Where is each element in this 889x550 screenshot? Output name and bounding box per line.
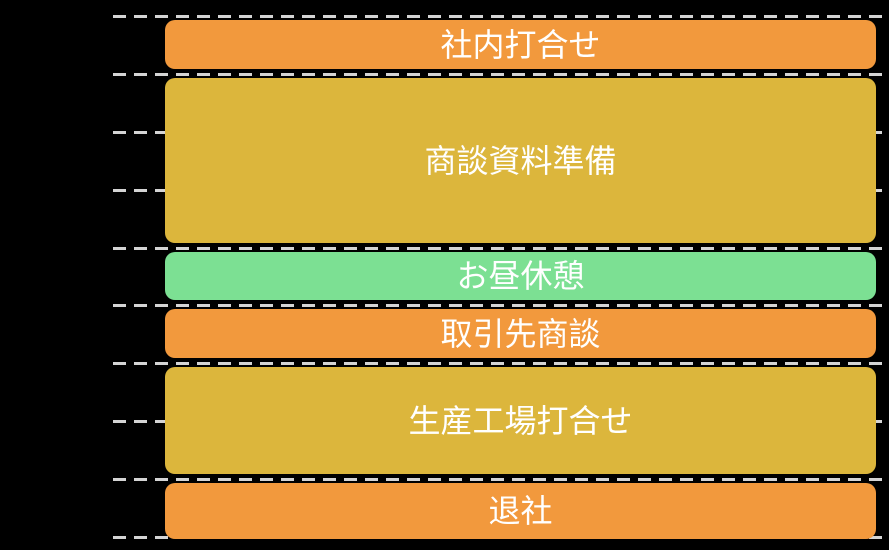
event-label: 取引先商談 [440, 314, 601, 353]
gridline [113, 362, 889, 365]
event-block-lunch-break: お昼休憩 [165, 252, 876, 300]
event-block-leave-office: 退社 [165, 483, 876, 539]
event-label: 退社 [488, 492, 553, 530]
event-block-internal-meeting: 社内打合せ [165, 20, 876, 69]
event-block-factory-meeting: 生産工場打合せ [165, 367, 876, 474]
gridline [113, 247, 889, 250]
gridline [113, 304, 889, 307]
event-label: 社内打合せ [440, 25, 601, 64]
gridline [113, 15, 889, 18]
gridline [113, 478, 889, 481]
event-label: 生産工場打合せ [408, 401, 633, 440]
gridline [113, 73, 889, 76]
event-label: お昼休憩 [456, 257, 585, 295]
event-block-client-meeting: 取引先商談 [165, 309, 876, 358]
event-block-meeting-materials-prep: 商談資料準備 [165, 78, 876, 243]
event-label: 商談資料準備 [424, 141, 617, 180]
